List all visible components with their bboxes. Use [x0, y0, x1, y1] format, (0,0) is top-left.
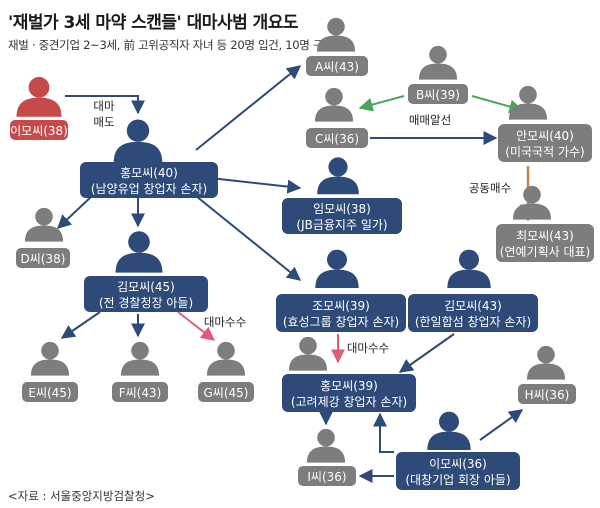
node-label-line1: 홍모씨(39): [320, 379, 378, 393]
node-label-line1: 임모씨(38): [313, 202, 371, 216]
node-label-line1: 최모씨(43): [516, 229, 574, 243]
node-label-line2: (대창기업 회장 아들): [405, 473, 510, 487]
node-label-line2: (연예기획사 대표): [500, 245, 590, 259]
person-icon: [526, 345, 566, 380]
edge-lee36-hong39: [373, 412, 394, 453]
edge-kim43-hong39: [398, 333, 455, 373]
node-label: I씨(36): [307, 470, 346, 484]
node-lim38: 임모씨(38) (JB금융지주 일가): [282, 157, 402, 234]
page-title: '재벌가 3세 마약 스캔들' 대마사범 개요도: [8, 13, 299, 33]
person-icon: [418, 45, 458, 80]
node-h36: H씨(36): [518, 345, 576, 404]
node-label-line1: 조모씨(39): [312, 299, 370, 313]
edge-hong40-d38: [56, 195, 93, 229]
node-label-line1: 안모씨(40): [516, 129, 574, 143]
edge-label-swap-2: 대마수수: [347, 341, 389, 355]
node-cho39: 조모씨(39) (효성그룹 창업자 손자): [276, 249, 406, 332]
node-kim45: 김모씨(45) (전 경찰청장 아들): [84, 231, 208, 312]
edge-hong40-a43: [195, 65, 302, 151]
person-icon: [314, 87, 354, 122]
node-hong40: 홍모씨(40) (남양유업 창업자 손자): [80, 119, 218, 198]
person-icon: [447, 249, 491, 288]
node-label: B씨(39): [416, 88, 460, 102]
node-kim43: 김모씨(43) (한일합섬 창업자 손자): [408, 249, 538, 332]
node-i36: I씨(36): [298, 428, 356, 486]
node-c36: C씨(36): [306, 87, 368, 148]
person-icon: [113, 119, 163, 163]
node-label-line1: 김모씨(45): [117, 280, 175, 294]
person-icon: [24, 207, 64, 242]
node-choi43: 최모씨(43) (연예기획사 대표): [496, 185, 594, 262]
person-icon: [288, 336, 328, 371]
node-d38: D씨(38): [16, 207, 70, 268]
person-icon: [512, 185, 552, 220]
person-icon: [317, 157, 359, 195]
node-label: C씨(36): [315, 132, 359, 146]
page-subtitle: 재벌 · 중견기업 2~3세, 前 고위공직자 자녀 등 20명 입건, 10명…: [8, 38, 334, 52]
edge-labels: 대마 매도 매매알선 공동매수 대마수수 대마수수: [93, 99, 511, 355]
node-label-line2: (JB금융지주 일가): [296, 218, 387, 232]
node-label: G씨(45): [204, 386, 249, 400]
edge-lee36-h36: [479, 409, 524, 441]
node-label: H씨(36): [525, 388, 570, 402]
person-icon: [508, 85, 548, 120]
node-ahn40: 안모씨(40) (미국국적 가수): [498, 85, 592, 162]
person-icon: [120, 341, 160, 376]
edge-label-trade-2: 매도: [93, 115, 114, 129]
person-icon: [315, 249, 359, 288]
node-label-line1: 이모씨(36): [429, 457, 487, 471]
person-icon: [316, 17, 356, 52]
node-label-line2: (효성그룹 창업자 손자): [283, 315, 399, 329]
edge-label-joint-buy: 공동매수: [469, 181, 511, 195]
node-a43: A씨(43): [306, 17, 368, 76]
node-label: 이모씨(38): [10, 124, 68, 138]
node-label-line2: (전 경찰청장 아들): [99, 296, 193, 310]
edge-hong40-lim38: [209, 177, 302, 194]
node-lee36: 이모씨(36) (대창기업 회장 아들): [396, 411, 520, 490]
person-icon: [427, 411, 471, 450]
edge-kim45-e45: [60, 311, 101, 339]
node-b39: B씨(39): [408, 45, 468, 104]
edge-label-brokerage: 매매알선: [409, 113, 451, 127]
node-label-line2: (미국국적 가수): [505, 145, 584, 159]
person-icon: [206, 341, 246, 376]
node-label: D씨(38): [21, 252, 66, 266]
person-icon: [115, 231, 163, 273]
edge-label-trade-1: 대마: [93, 99, 115, 113]
source-note: <자료 : 서울중앙지방검찰청>: [8, 489, 155, 503]
node-label-line1: 홍모씨(40): [120, 166, 178, 180]
edge-kim45-g45: [177, 311, 216, 341]
person-icon: [306, 428, 346, 463]
edge-hong40-cho39: [195, 195, 302, 281]
node-lee38: 이모씨(38): [10, 76, 68, 140]
node-label-line2: (한일합섬 창업자 손자): [415, 315, 531, 329]
node-f43: F씨(43): [112, 341, 168, 402]
node-hong39: 홍모씨(39) (고려제강 창업자 손자): [282, 336, 416, 412]
node-label: F씨(43): [119, 386, 162, 400]
node-label-line2: (고려제강 창업자 손자): [291, 395, 407, 409]
person-icon: [16, 76, 62, 117]
edge-label-swap-1: 대마수수: [204, 315, 246, 329]
node-label-line2: (남양유업 창업자 손자): [91, 182, 207, 196]
node-label: A씨(43): [315, 60, 359, 74]
node-label: E씨(45): [28, 386, 71, 400]
node-e45: E씨(45): [22, 341, 78, 402]
edge-lee38-hong40: [65, 95, 145, 115]
node-g45: G씨(45): [198, 341, 254, 402]
edge-b39-c36: [358, 95, 405, 112]
person-icon: [30, 341, 70, 376]
node-label-line1: 김모씨(43): [444, 299, 502, 313]
